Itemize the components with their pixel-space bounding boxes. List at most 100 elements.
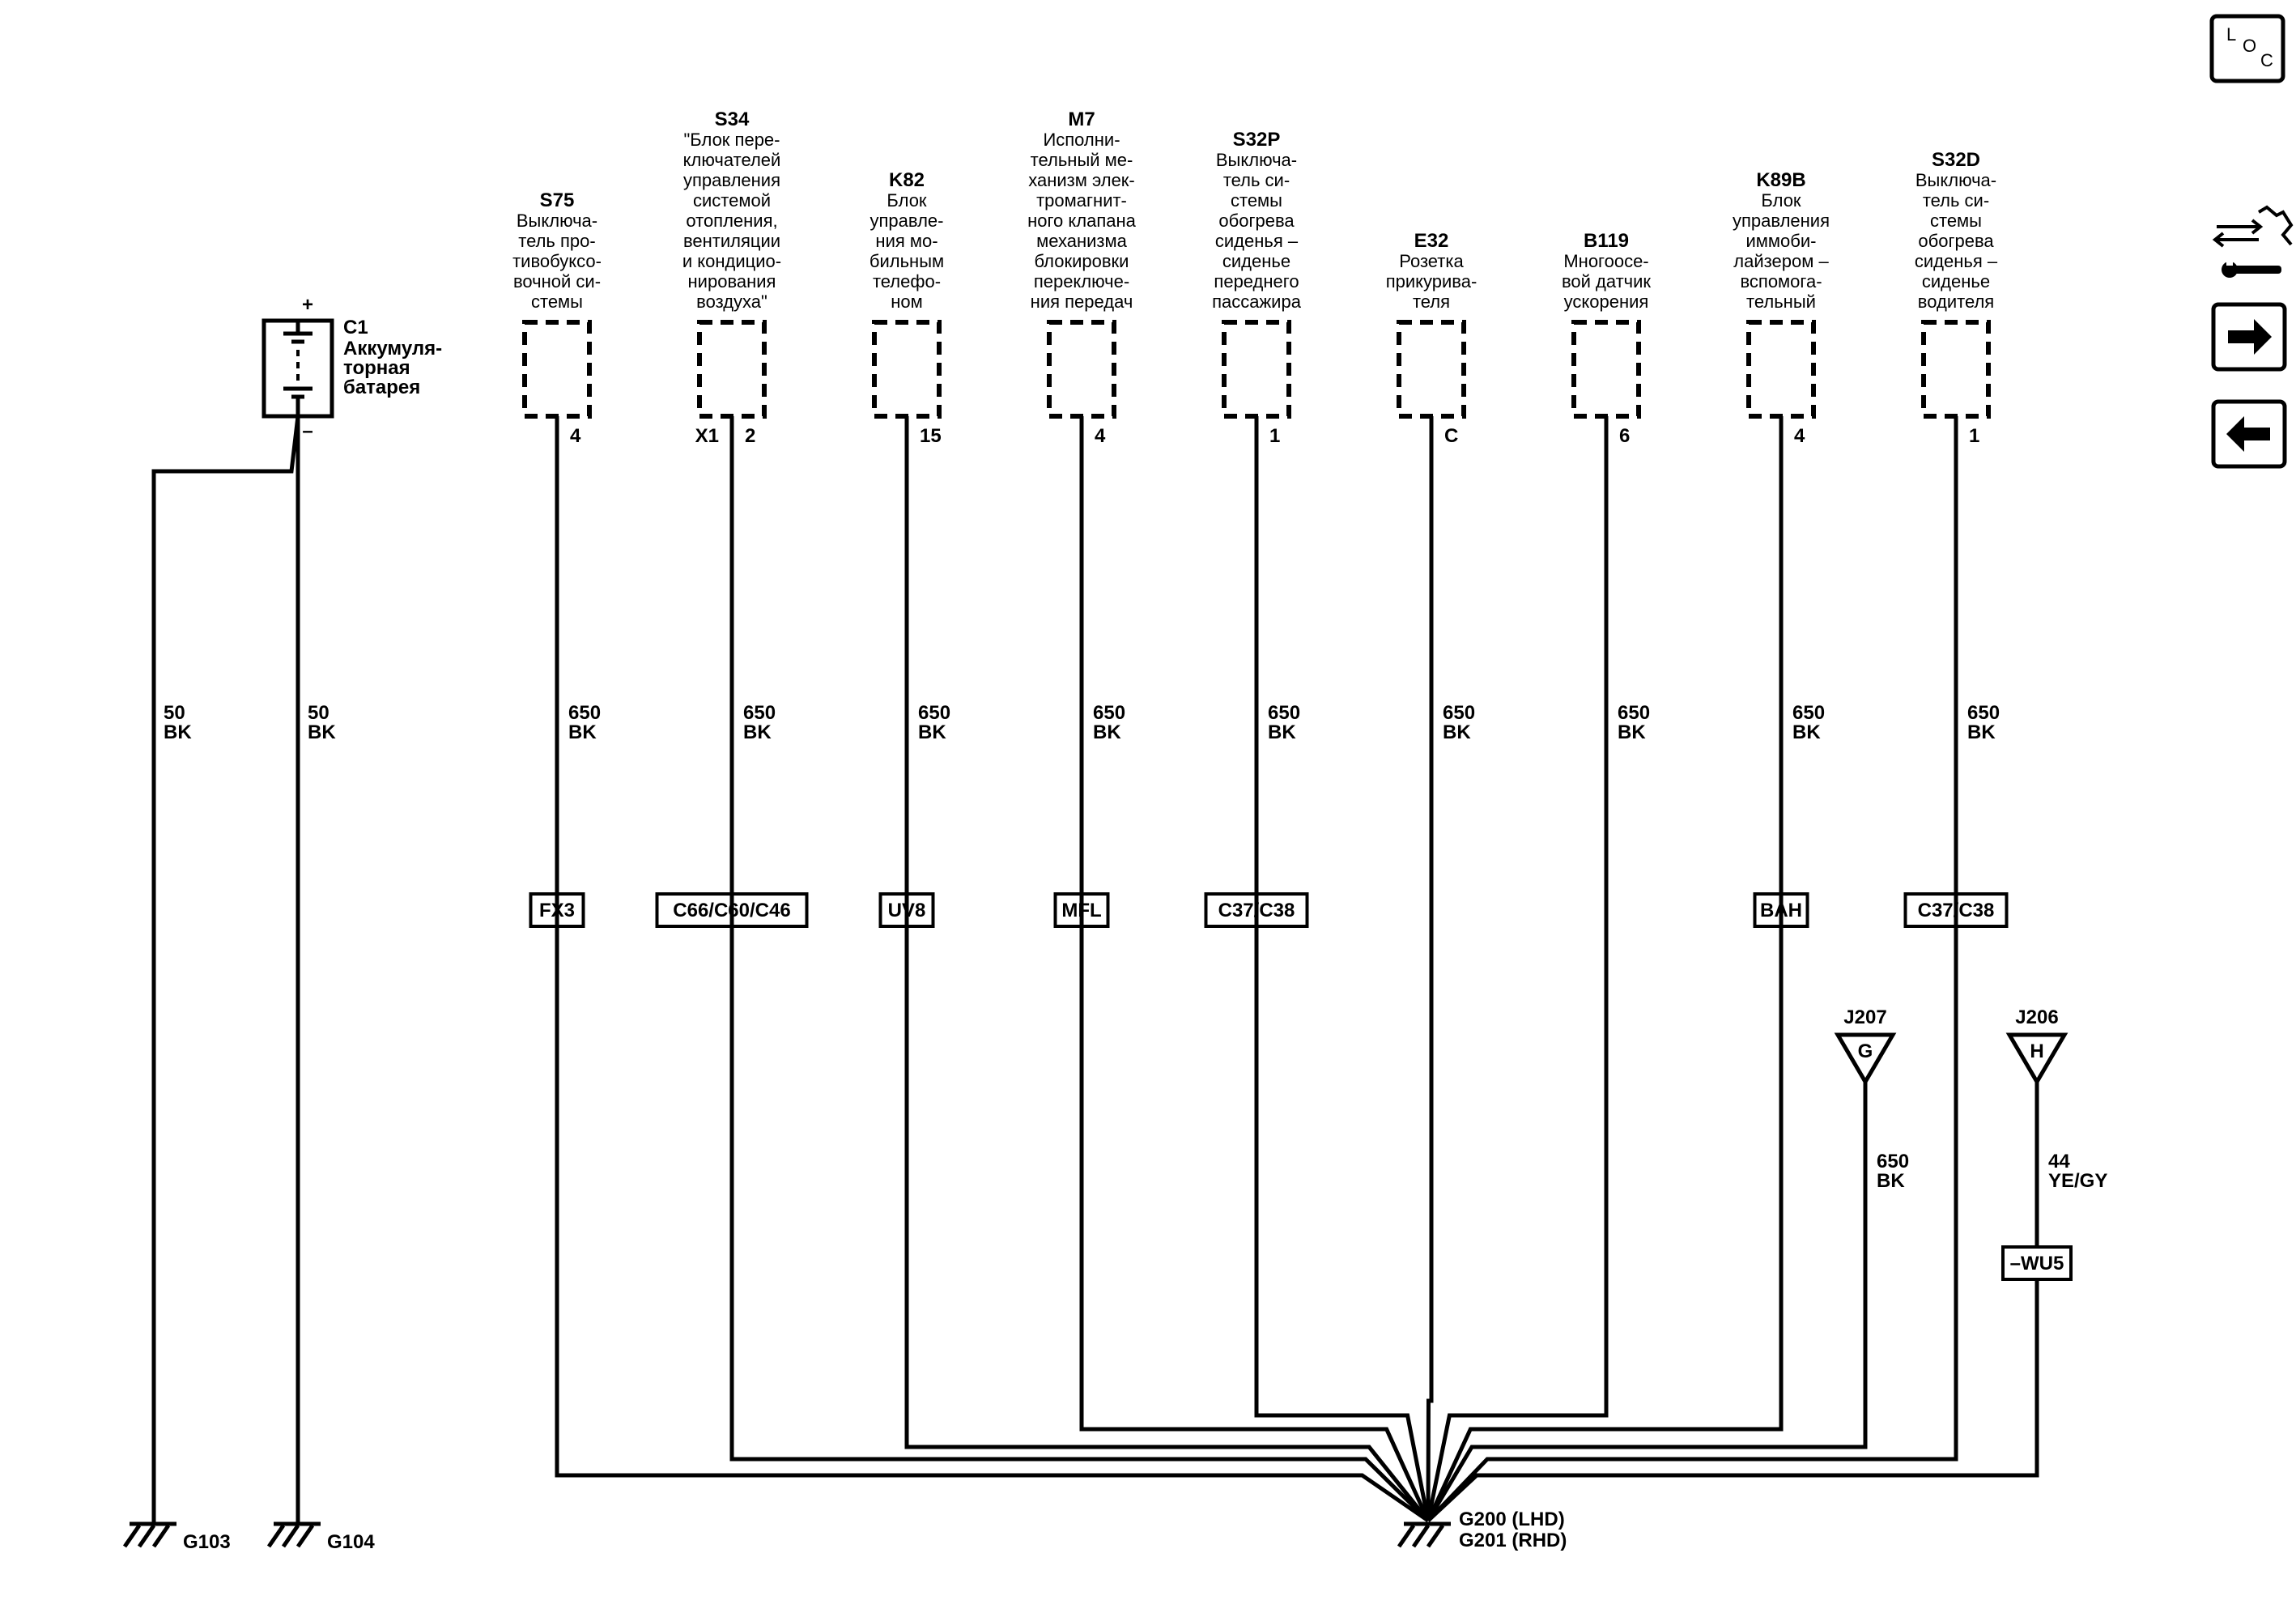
wire-m7 xyxy=(1079,416,1431,1522)
junction-triangle xyxy=(2005,1032,2069,1086)
component-name-line: вочной си- xyxy=(513,271,601,291)
wire-k82 xyxy=(904,416,1430,1522)
battery-c1: + – C1 Аккумуля- торная батарея xyxy=(261,294,442,442)
component-id: E32 xyxy=(1414,230,1449,252)
component-box xyxy=(697,320,767,419)
component-name-line: ном xyxy=(891,291,923,312)
component-id: K82 xyxy=(889,169,925,191)
battery-ground-wires: 50 BK 50 BK xyxy=(151,415,336,1524)
wire-color: YE/GY xyxy=(2048,1170,2107,1192)
component-name-line: нирования xyxy=(688,271,776,291)
ground-g104: G104 xyxy=(266,1521,375,1553)
component-name-line: ния мо- xyxy=(875,231,938,251)
component-name-line: тивобуксо- xyxy=(512,251,602,271)
component-name-line: Блок xyxy=(887,190,927,211)
component-name-line: управления xyxy=(683,170,780,190)
battery-id: C1 xyxy=(343,317,368,338)
connector-wu5: –WU5 xyxy=(2001,1245,2073,1281)
component-name-line: иммоби- xyxy=(1746,231,1817,251)
component-name-line: управле- xyxy=(870,211,944,231)
wire-color: BK xyxy=(1792,721,1821,743)
component-name-line: бильным xyxy=(870,251,944,271)
wire-color: BK xyxy=(1967,721,1996,743)
component-box xyxy=(1921,320,1991,419)
ground-label: G103 xyxy=(183,1531,231,1553)
component-name-line: Многоосе- xyxy=(1563,251,1648,271)
wire-j206 xyxy=(1426,1082,2039,1522)
component-name-line: Выключа- xyxy=(1915,170,1996,190)
wire-color: BK xyxy=(743,721,772,743)
component-name-line: сиденье xyxy=(1222,251,1290,271)
battery-name-line: Аккумуля- xyxy=(343,338,442,360)
wire-b119 xyxy=(1426,416,1609,1521)
component-name-line: ключателей xyxy=(683,150,781,170)
loc-letter: C xyxy=(2260,50,2273,70)
component-id: B119 xyxy=(1584,230,1629,252)
component-id: S75 xyxy=(540,189,575,211)
wire-color: BK xyxy=(164,721,192,743)
battery-name-line: торная xyxy=(343,357,410,379)
component-box xyxy=(1746,320,1816,419)
component-name-line: блокировки xyxy=(1035,251,1129,271)
component-box xyxy=(872,320,942,419)
arrow-left-icon[interactable] xyxy=(2211,399,2287,469)
component-name-line: прикурива- xyxy=(1386,271,1478,291)
component-name-line: телефо- xyxy=(873,271,941,291)
component-box xyxy=(1397,320,1466,419)
loc-icon[interactable]: L O C xyxy=(2209,14,2285,83)
wire-color: BK xyxy=(1618,721,1646,743)
component-name-line: водителя xyxy=(1918,291,1994,312)
junction-id: J207 xyxy=(1843,1006,1886,1028)
wire-s34 xyxy=(729,416,1430,1522)
ground-label: G104 xyxy=(327,1531,375,1553)
component-name-line: ускорения xyxy=(1564,291,1649,312)
connector-label: –WU5 xyxy=(2010,1253,2064,1274)
wire-e32 xyxy=(1426,416,1434,1521)
arrow-right-icon[interactable] xyxy=(2211,302,2287,372)
component-name-line: "Блок пере- xyxy=(683,130,780,150)
junction-id: J206 xyxy=(2015,1006,2058,1028)
component-id: S32P xyxy=(1233,129,1281,151)
component-name-line: Розетка xyxy=(1399,251,1464,271)
component-box xyxy=(1571,320,1641,419)
pin-label: 4 xyxy=(1794,425,1805,447)
ground-bus xyxy=(555,416,2039,1523)
ground-g103: G103 xyxy=(122,1521,231,1553)
component-name-line: тель про- xyxy=(518,231,595,251)
component-name-line: переключе- xyxy=(1034,271,1129,291)
battery-minus: – xyxy=(302,420,313,442)
pin-label: 1 xyxy=(1269,425,1280,447)
component-id: S34 xyxy=(715,109,750,130)
pin-label: 6 xyxy=(1619,425,1630,447)
ground-label: G201 (RHD) xyxy=(1459,1530,1567,1551)
wire-color: BK xyxy=(918,721,946,743)
component-name-line: ханизм элек- xyxy=(1028,170,1135,190)
wire-g103 xyxy=(151,415,300,1524)
component-name-line: механизма xyxy=(1036,231,1128,251)
component-name-line: управления xyxy=(1733,211,1830,231)
wire-s32p xyxy=(1254,416,1431,1521)
wire-gauge: 650 xyxy=(1093,702,1125,724)
wire-k89b xyxy=(1426,416,1784,1522)
component-name-line: отопления, xyxy=(686,211,777,231)
ground-g200: G200 (LHD) G201 (RHD) xyxy=(1397,1508,1567,1551)
component-name-line: тромагнит- xyxy=(1036,190,1127,211)
pin-label: 4 xyxy=(570,425,581,447)
pin-label: 15 xyxy=(920,425,942,447)
component-name-line: переднего xyxy=(1214,271,1299,291)
wiring-info-icon[interactable] xyxy=(2212,205,2294,278)
component-name-line: системой xyxy=(693,190,771,211)
battery-name-line: батарея xyxy=(343,377,420,398)
component-id: M7 xyxy=(1068,109,1095,130)
wire-color: BK xyxy=(1268,721,1296,743)
wire-color: BK xyxy=(1877,1170,1905,1192)
component-name-line: Блок xyxy=(1761,190,1801,211)
